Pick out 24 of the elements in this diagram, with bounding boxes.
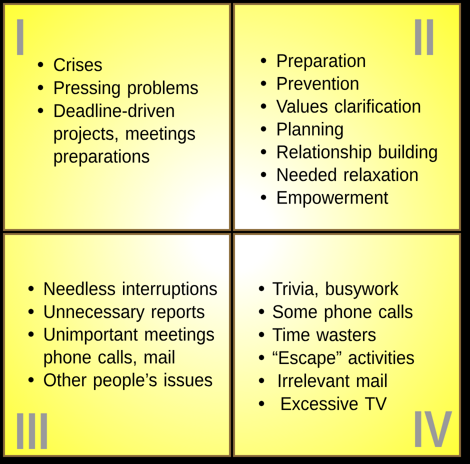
bullet-item: Deadline-driven projects, meetings preparations [54,104,195,166]
bullet-item: Unimportant meetings phone calls, mail [44,327,214,368]
bullet-item: Values clarification [276,99,420,113]
bullet-item: Pressing problems [54,80,198,98]
bullet-item: Excessive TV [282,396,387,410]
bullet-item: Irrelevant mail [278,374,387,388]
bullet-item: Crises [54,58,102,72]
roman-numeral: II [415,19,434,55]
bullet-item: Some phone calls [273,304,412,322]
bullet-item: Other people’s issues [44,372,212,390]
bullet-item: Empowerment [278,191,388,208]
roman-numeral: IV [415,411,452,447]
bullet-item: Relationship building [278,144,437,162]
bullet-item: Needed relaxation [278,168,418,182]
bullet-item: Prevention [278,76,358,90]
roman-numeral: III [17,413,47,449]
bullet-item: Needless interruptions [44,282,217,299]
bullet-item: Preparation [278,54,365,71]
bullet-item: “Escape” activities [272,350,414,368]
bullet-item: Trivia, busywork [272,282,399,299]
bullet-item: Unnecessary reports [44,305,204,322]
bullet-item: Time wasters [272,328,376,342]
bullet-item: Planning [278,122,343,140]
roman-numeral: I [17,19,24,55]
